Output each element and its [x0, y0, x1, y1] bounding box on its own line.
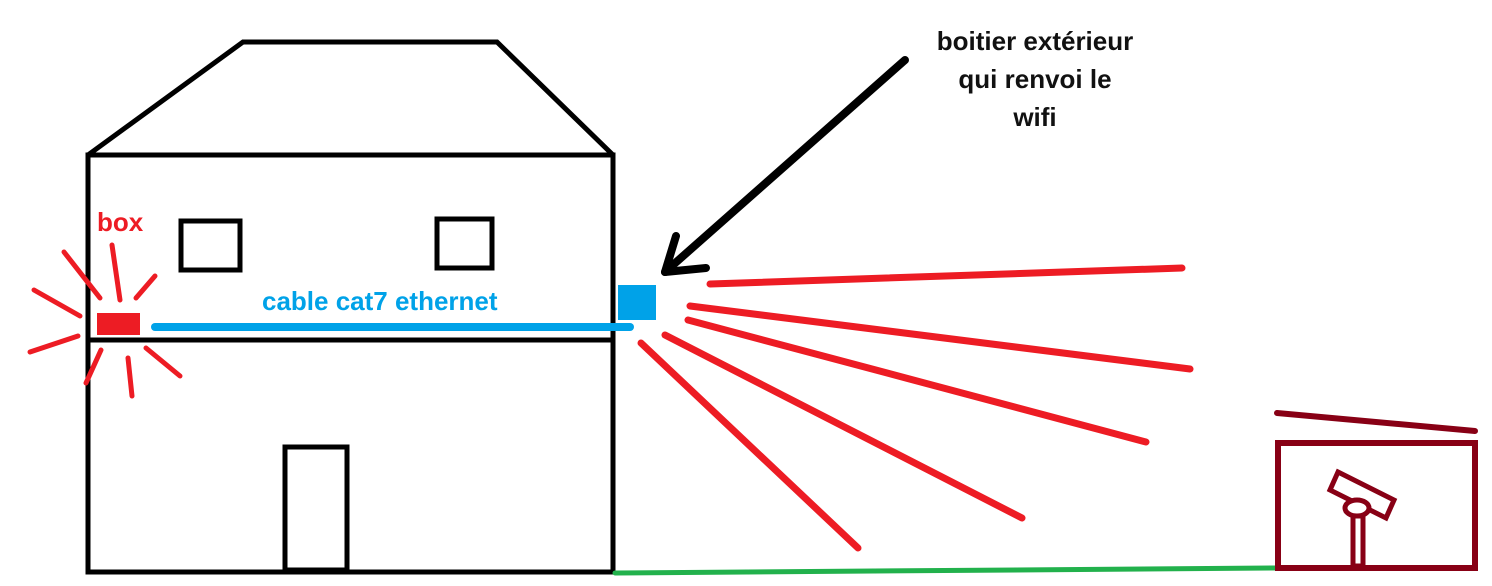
door — [282, 444, 350, 573]
outdoor-unit-label-line3: wifi — [1013, 102, 1057, 132]
outdoor-access-point — [618, 285, 656, 320]
shed-wall — [1275, 440, 1478, 571]
internet-box — [97, 313, 140, 335]
telescope-pillar — [1350, 513, 1366, 569]
observatory-shed — [1274, 410, 1478, 571]
ground-line — [612, 565, 1281, 576]
cable-label: cable cat7 ethernet — [262, 286, 498, 316]
house — [85, 39, 616, 575]
outdoor-unit-label-line1: boitier extérieur — [936, 26, 1134, 56]
window-right — [434, 216, 495, 271]
outdoor-unit-label: boitier extérieur qui renvoi le wifi — [900, 22, 1170, 136]
outdoor-unit-label-line2: qui renvoi le — [958, 64, 1112, 94]
box-glow-rays — [27, 242, 183, 399]
box-label: box — [97, 207, 144, 237]
wifi-rays — [637, 264, 1194, 552]
window-left — [178, 218, 243, 273]
shed-roof — [1274, 410, 1478, 434]
house-roof — [85, 39, 616, 158]
house-wall — [85, 152, 616, 575]
telescope-icon — [1326, 468, 1398, 522]
arrow-icon — [661, 56, 909, 276]
